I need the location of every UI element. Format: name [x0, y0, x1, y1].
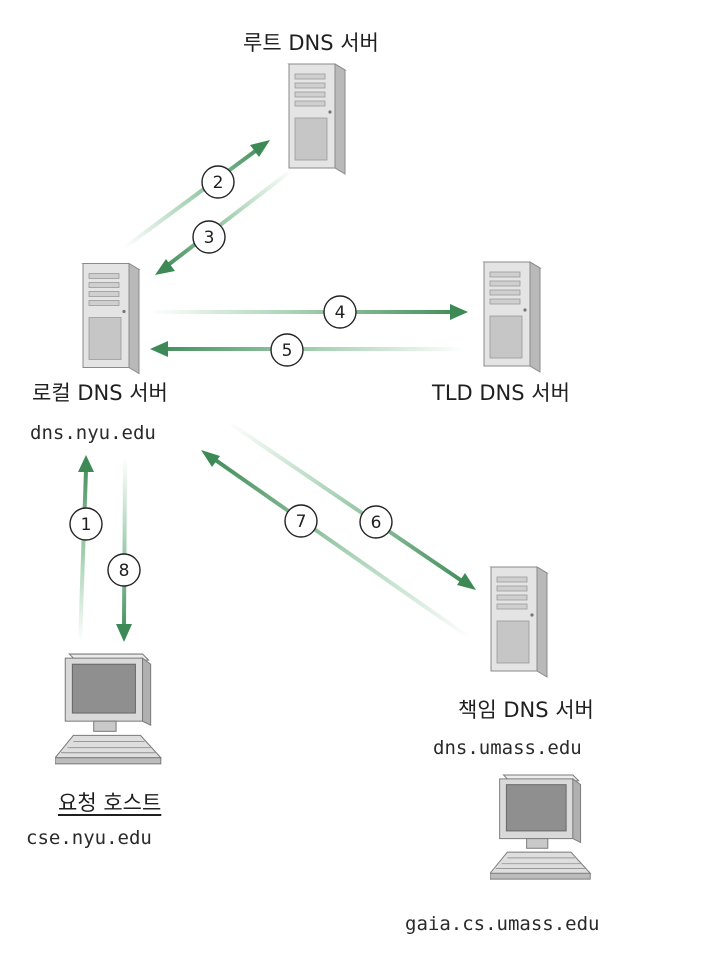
arrow-3 [155, 168, 294, 275]
arrow-6 [226, 420, 476, 590]
requesting-host-computer-icon [55, 653, 162, 765]
arrow-5 [150, 341, 465, 357]
tld-dns-server-icon [483, 261, 541, 373]
tld-dns-server-label: TLD DNS 서버 [432, 381, 570, 405]
target-host-computer-icon [490, 774, 591, 880]
step-badge-1: 1 [69, 507, 103, 541]
authoritative-dns-server-label: 책임 DNS 서버 [458, 698, 594, 722]
local-dns-server-label: 로컬 DNS 서버 [32, 381, 168, 405]
arrow-7 [201, 450, 472, 640]
svg-text:8: 8 [119, 561, 130, 581]
root-dns-server-icon [288, 63, 346, 175]
step-badge-6: 6 [359, 505, 393, 539]
svg-text:3: 3 [204, 228, 215, 248]
arrow-1 [78, 455, 94, 643]
svg-text:2: 2 [213, 173, 224, 193]
requesting-host-label: 요청 호스트 [58, 791, 162, 815]
requesting-host-host: cse.nyu.edu [26, 827, 152, 849]
local-dns-server-host: dns.nyu.edu [30, 422, 156, 444]
svg-text:1: 1 [81, 515, 92, 535]
step-badge-7: 7 [284, 504, 318, 538]
step-badge-8: 8 [107, 553, 141, 587]
svg-text:6: 6 [371, 513, 382, 533]
local-dns-server-icon [82, 262, 140, 375]
svg-text:4: 4 [335, 303, 346, 323]
authoritative-dns-server-host: dns.umass.edu [433, 737, 582, 759]
svg-text:7: 7 [296, 512, 307, 532]
step-badge-2: 2 [201, 165, 235, 199]
step-badge-5: 5 [270, 333, 304, 367]
step-badge-3: 3 [192, 220, 226, 254]
svg-text:5: 5 [282, 341, 293, 361]
authoritative-dns-server-icon [490, 566, 548, 678]
step-badge-4: 4 [323, 295, 357, 329]
arrow-2 [122, 140, 270, 250]
target-host-host: gaia.cs.umass.edu [405, 913, 600, 935]
root-dns-server-label: 루트 DNS 서버 [243, 31, 379, 55]
arrow-4 [150, 304, 468, 320]
arrow-8 [116, 457, 132, 642]
